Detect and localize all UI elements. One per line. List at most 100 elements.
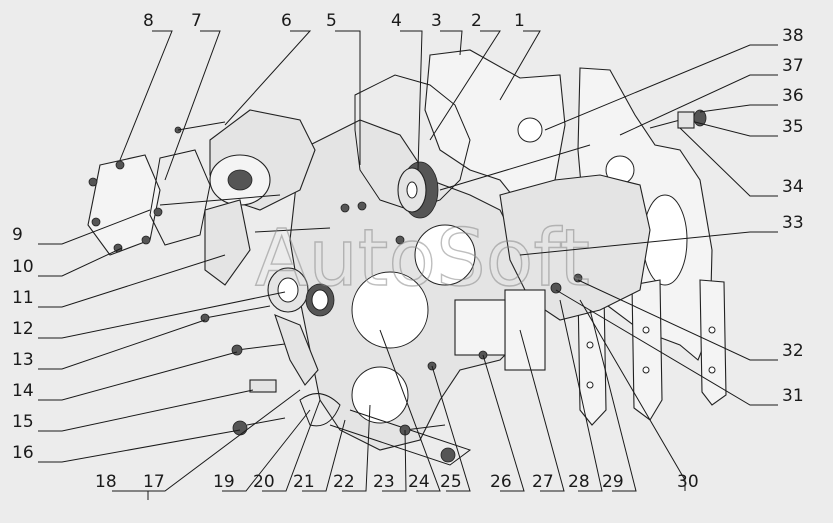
nut: [357, 201, 367, 211]
leader-29: [589, 309, 637, 492]
callout-1: 1: [514, 11, 525, 31]
leader-38: [544, 44, 778, 131]
plate-hole: [708, 326, 716, 334]
nut-32: [573, 273, 583, 283]
leader-24: [379, 329, 441, 492]
leader-4: [400, 30, 423, 171]
leader-9: [38, 209, 151, 245]
leader-6: [224, 30, 312, 126]
callout-27: 27: [532, 472, 554, 492]
cover-gear-opening: [414, 224, 476, 286]
callout-8: 8: [143, 11, 154, 31]
leader-23: [382, 429, 407, 492]
callout-5: 5: [326, 11, 337, 31]
leader-12: [38, 291, 286, 339]
callout-2: 2: [471, 11, 482, 31]
leader-15: [38, 389, 254, 432]
callout-21: 21: [293, 472, 315, 492]
shaft-line-left: [159, 194, 281, 206]
leader-11: [38, 254, 226, 308]
callout-33: 33: [782, 213, 804, 233]
leader-34: [679, 127, 778, 197]
callout-30: 30: [677, 472, 699, 492]
shaft-line-mid: [254, 227, 331, 233]
callout-12: 12: [12, 319, 34, 339]
gasket-5: [354, 74, 471, 211]
plate-hole: [586, 341, 594, 349]
leader-35: [694, 121, 778, 137]
callout-14: 14: [12, 381, 34, 401]
callout-3: 3: [431, 11, 442, 31]
timing-gear-4: [397, 161, 439, 219]
plate-hole: [642, 326, 650, 334]
mount-plate-30: [631, 279, 663, 421]
leader-8: [119, 30, 173, 161]
bracket-17: [274, 314, 319, 386]
leader-lines: [38, 30, 778, 500]
gear-housing: [499, 174, 651, 321]
leader-32: [577, 279, 778, 361]
bracket-26: [454, 299, 506, 356]
leader-5: [335, 30, 361, 165]
leader-36: [699, 104, 778, 113]
leader-13: [38, 319, 206, 370]
leader-1: [499, 30, 541, 101]
callout-11: 11: [12, 288, 34, 308]
leader-37: [619, 74, 778, 136]
leader-14: [38, 351, 238, 401]
callout-18: 18: [95, 472, 117, 492]
gasket-38-hole: [517, 117, 543, 143]
bolt-set: [88, 121, 226, 253]
callout-29: 29: [602, 472, 624, 492]
leader-2: [429, 30, 501, 141]
callout-37: 37: [782, 56, 804, 76]
callout-23: 23: [373, 472, 395, 492]
leader-30: [579, 299, 686, 491]
callout-26: 26: [490, 472, 512, 492]
callout-15: 15: [12, 412, 34, 432]
callout-19: 19: [213, 472, 235, 492]
bracket-27: [504, 289, 546, 371]
callout-16: 16: [12, 443, 34, 463]
callout-35: 35: [782, 117, 804, 137]
nut: [340, 203, 350, 213]
callout-13: 13: [12, 350, 34, 370]
leader-31: [555, 289, 778, 406]
callout-10: 10: [12, 257, 34, 277]
callout-36: 36: [782, 86, 804, 106]
leader-28: [559, 299, 603, 492]
seal-ring: [305, 283, 335, 317]
leader-21: [302, 419, 346, 492]
leader-16: [38, 429, 241, 463]
leader-33: [519, 231, 778, 256]
sensor-assembly: [649, 109, 707, 129]
water-pump: [204, 109, 316, 286]
callout-24: 24: [408, 472, 430, 492]
callout-28: 28: [568, 472, 590, 492]
nut-31: [550, 282, 562, 294]
parts-drawing: [87, 49, 727, 466]
callout-7: 7: [191, 11, 202, 31]
callout-22: 22: [333, 472, 355, 492]
plate-hole: [586, 381, 594, 389]
callout-32: 32: [782, 341, 804, 361]
gasket-7: [149, 149, 211, 246]
callout-20: 20: [253, 472, 275, 492]
callout-38: 38: [782, 26, 804, 46]
leader-7: [164, 30, 221, 181]
callout-4: 4: [391, 11, 402, 31]
gasket-38: [424, 49, 566, 206]
nut: [395, 235, 405, 245]
callout-31: 31: [782, 386, 804, 406]
callout-34: 34: [782, 177, 804, 197]
seal-20: [299, 393, 341, 427]
bolts-13-16: [200, 305, 286, 436]
cover-lower-opening: [351, 366, 409, 424]
callout-6: 6: [281, 11, 292, 31]
callout-9: 9: [12, 225, 23, 245]
leader-19: [222, 409, 311, 492]
plate-hole: [642, 366, 650, 374]
